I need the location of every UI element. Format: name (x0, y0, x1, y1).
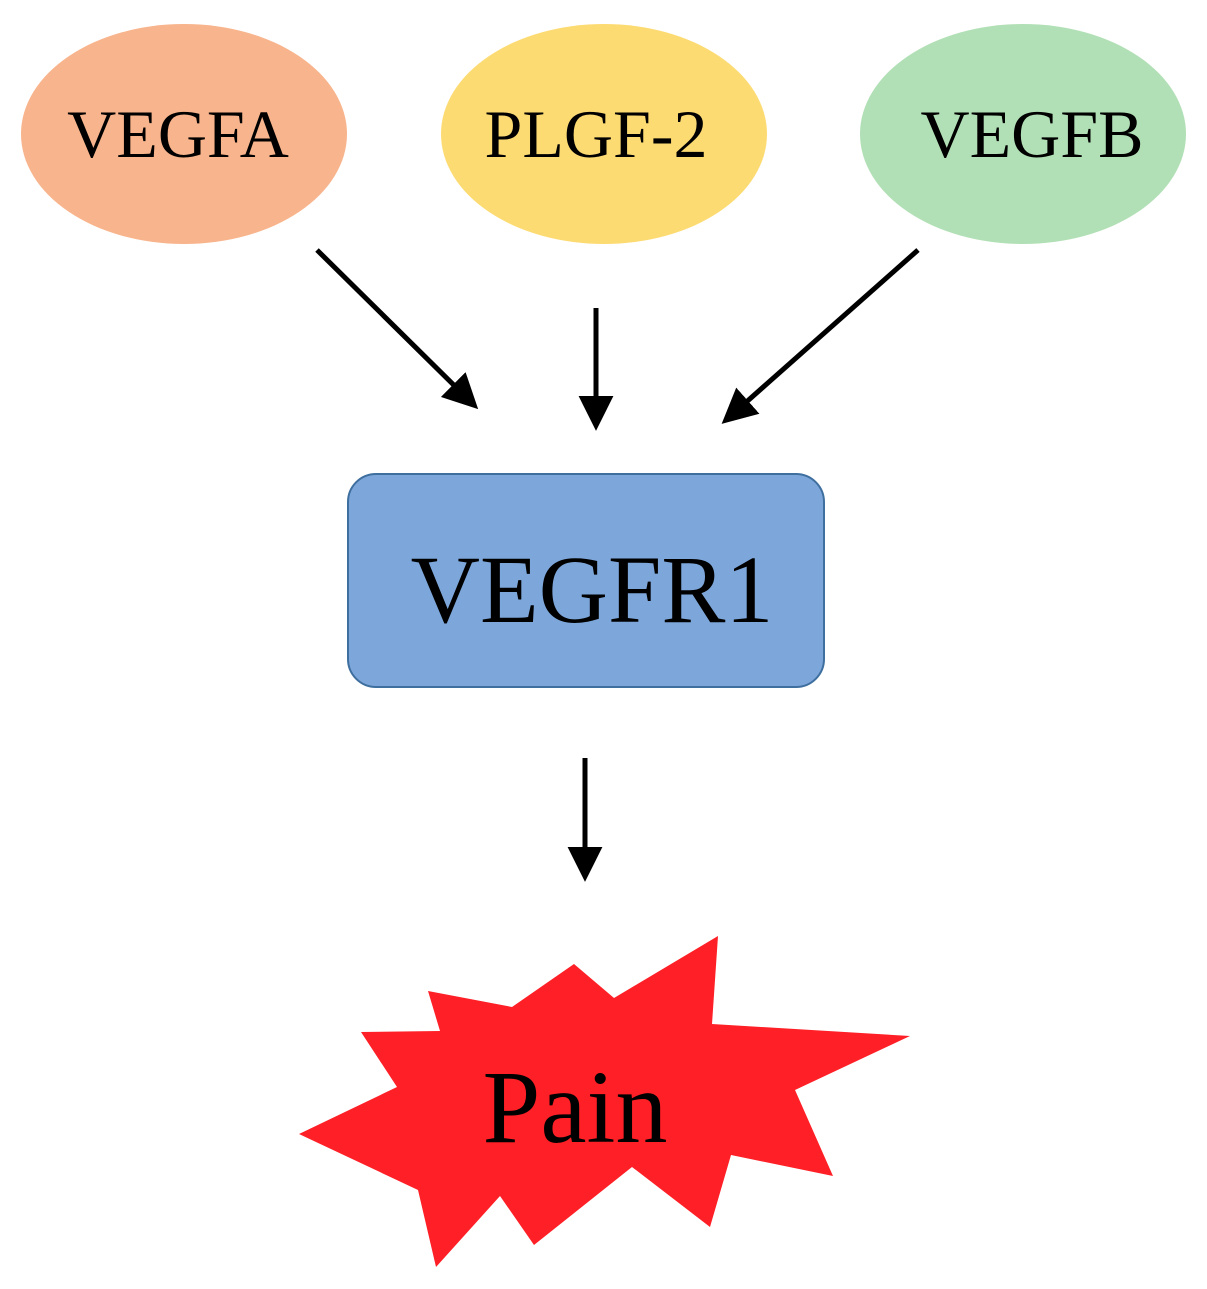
ligand-ellipse-vegfa (21, 24, 347, 244)
ligand-ellipse-plgf2 (441, 24, 767, 244)
arrow-vegfb-to-receptor (721, 248, 920, 424)
ligand-label-vegfa: VEGFA (67, 96, 289, 172)
receptor-box (347, 473, 825, 688)
ligand-node-vegfa: VEGFA (21, 24, 347, 244)
pain-label: Pain (483, 1050, 668, 1165)
receptor-label: VEGFR1 (411, 536, 774, 643)
ligand-node-plgf2: PLGF-2 (441, 24, 767, 244)
ligand-label-vegfb: VEGFB (921, 96, 1144, 172)
outcome-node: Pain (299, 936, 910, 1267)
ligand-ellipse-vegfb (860, 24, 1186, 244)
ligand-label-plgf2: PLGF-2 (485, 96, 708, 172)
arrow-vegfa-to-receptor (315, 248, 479, 410)
receptor-node: VEGFR1 (347, 473, 825, 688)
pain-starburst (299, 936, 910, 1267)
ligand-node-vegfb: VEGFB (860, 24, 1186, 244)
